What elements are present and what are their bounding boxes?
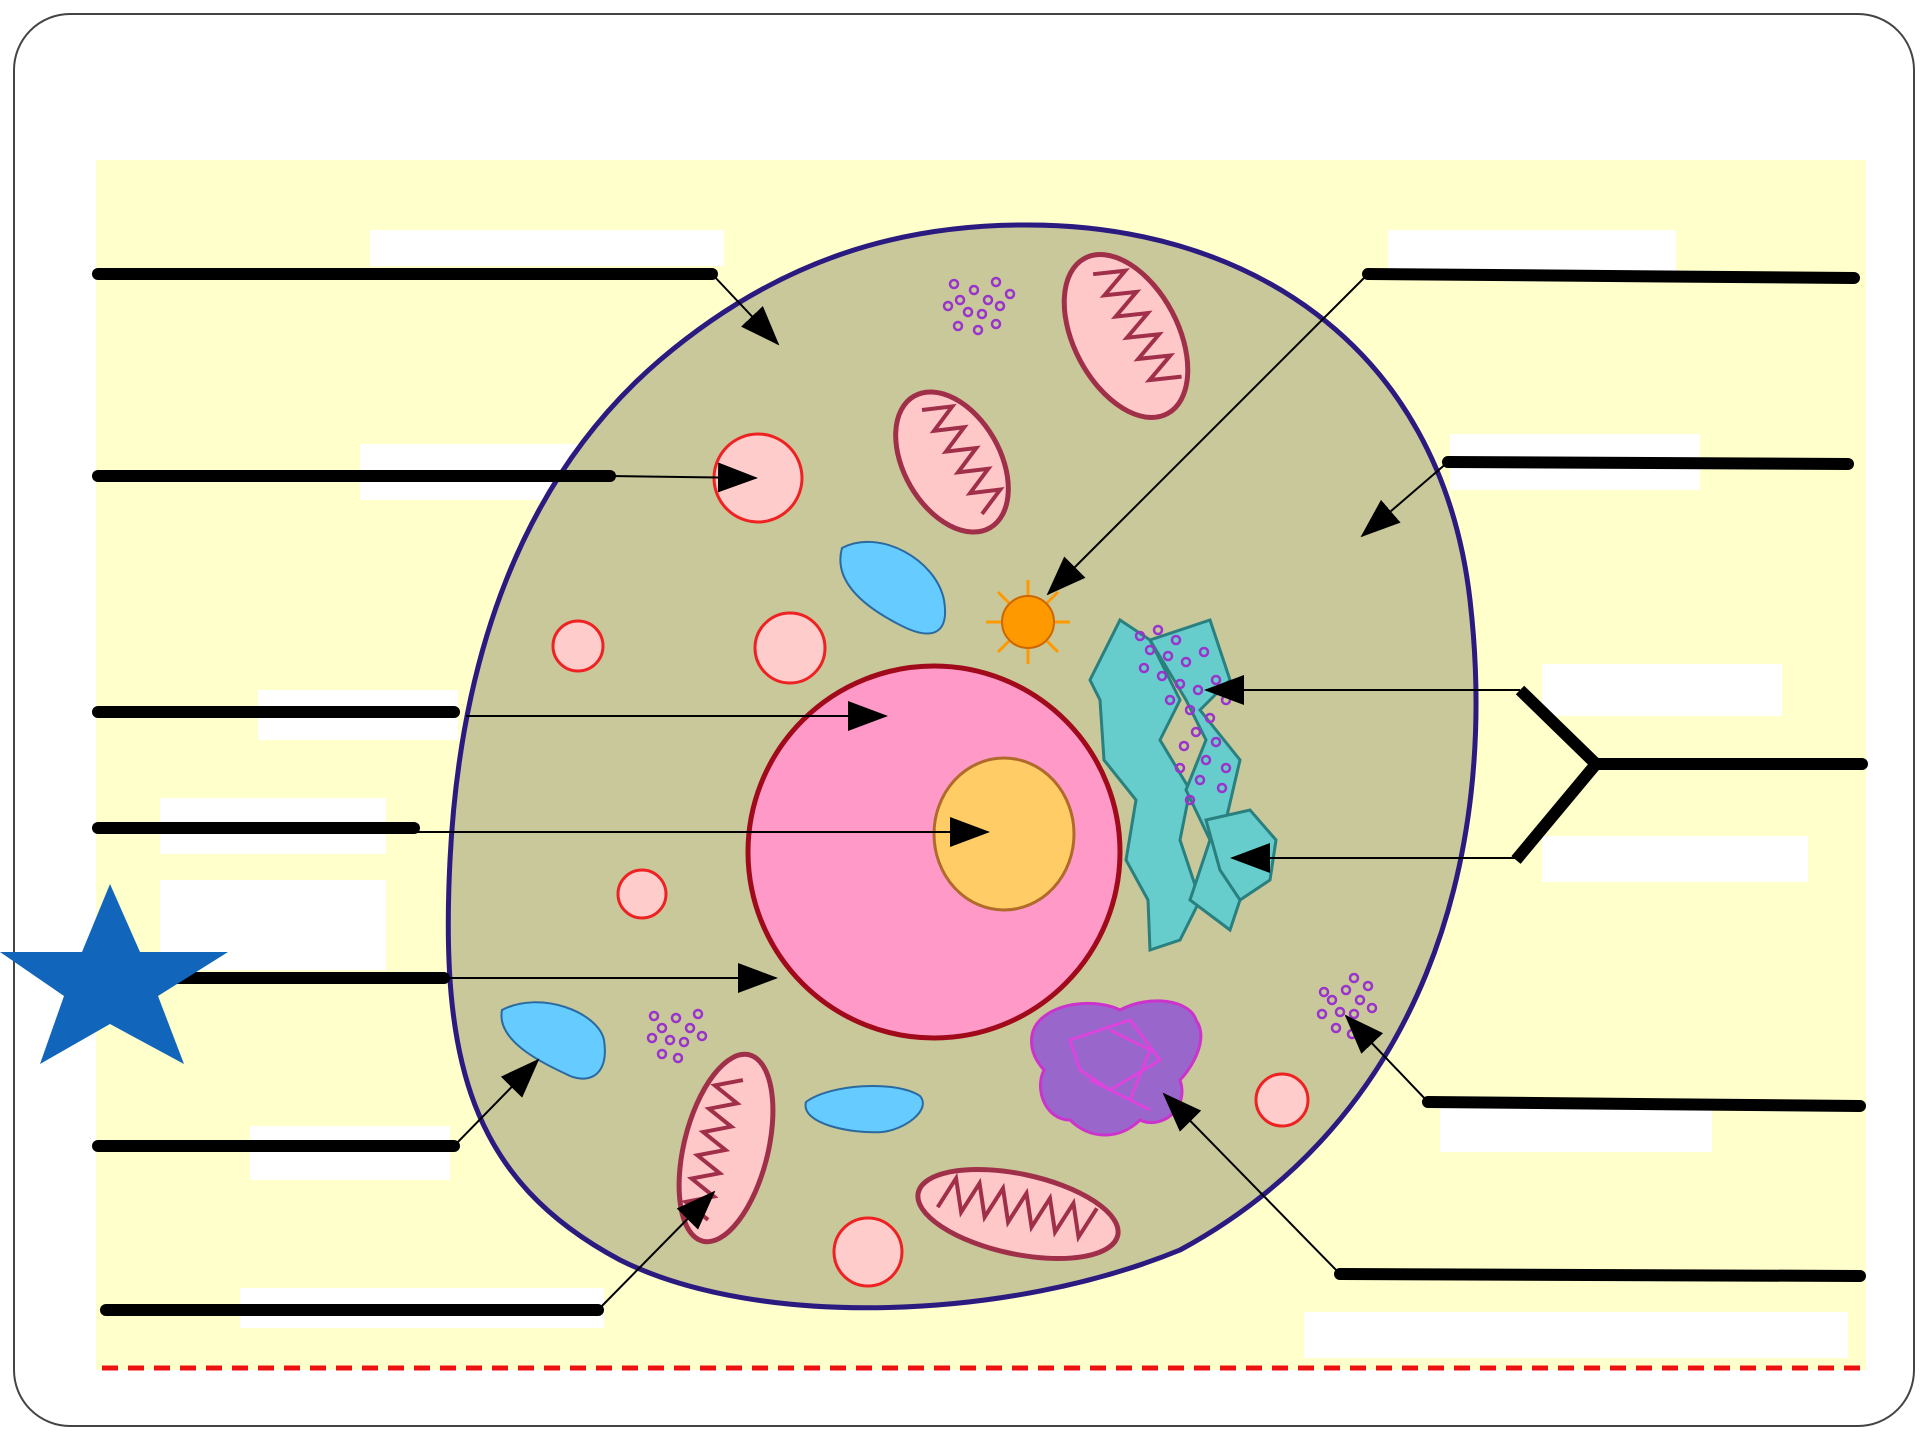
label-box bbox=[1542, 836, 1808, 882]
nucleus bbox=[748, 666, 1120, 1038]
centriole bbox=[986, 580, 1070, 664]
lysosome bbox=[553, 621, 603, 671]
lysosome bbox=[834, 1218, 902, 1286]
label-box bbox=[1304, 1312, 1848, 1358]
label-box bbox=[250, 1126, 450, 1180]
label-box bbox=[1542, 664, 1782, 716]
lysosome bbox=[755, 613, 825, 683]
label-box bbox=[370, 230, 724, 266]
label-box bbox=[1388, 230, 1676, 272]
label-box bbox=[1440, 1106, 1712, 1152]
lysosome bbox=[1256, 1074, 1308, 1126]
nucleolus bbox=[934, 758, 1074, 910]
lysosome bbox=[618, 870, 666, 918]
